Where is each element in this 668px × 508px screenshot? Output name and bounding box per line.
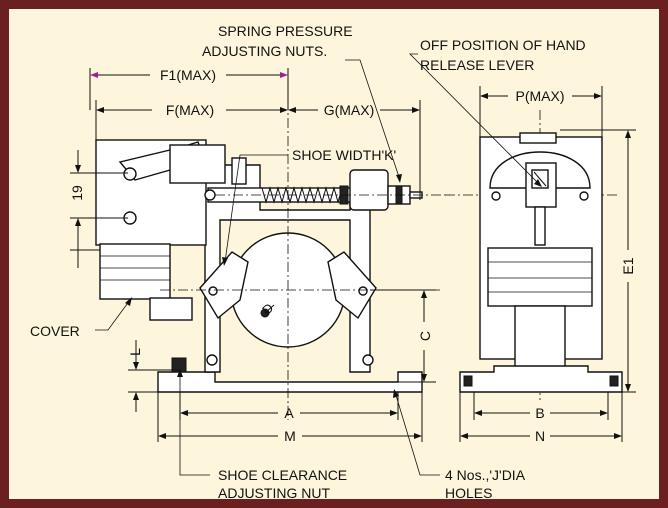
label-off-position-1: OFF POSITION OF HAND bbox=[420, 37, 586, 53]
frame-housing bbox=[204, 164, 371, 373]
dim-b: B bbox=[535, 405, 544, 421]
label-holes-1: 4 Nos.,'J'DIA bbox=[445, 467, 526, 483]
dim-l: L bbox=[127, 348, 143, 356]
base-plate bbox=[157, 371, 423, 393]
dim-c: C bbox=[417, 331, 433, 341]
f1-arrow-left bbox=[90, 72, 98, 78]
label-shoe-clearance-1: SHOE CLEARANCE bbox=[218, 467, 347, 483]
right-shoe bbox=[327, 251, 377, 320]
f1-arrow-right bbox=[280, 72, 288, 78]
label-cover: COVER bbox=[30, 323, 80, 339]
label-spring-pressure-1: SPRING PRESSURE bbox=[218, 23, 353, 39]
side-base bbox=[459, 365, 623, 393]
label-holes-2: HOLES bbox=[445, 485, 492, 501]
side-view bbox=[459, 132, 623, 393]
dim-p-max: P(MAX) bbox=[516, 88, 565, 104]
dim-n: N bbox=[535, 428, 545, 444]
label-spring-pressure-2: ADJUSTING NUTS. bbox=[202, 43, 327, 59]
dim-e1: E1 bbox=[620, 257, 636, 274]
dim-f1-max: F1(MAX) bbox=[160, 67, 216, 83]
dim-a: A bbox=[284, 405, 294, 421]
dim-m: M bbox=[284, 428, 296, 444]
label-shoe-clearance-2: ADJUSTING NUT bbox=[218, 485, 330, 501]
dim-f-max: F(MAX) bbox=[166, 102, 214, 118]
label-shoe-width: SHOE WIDTH'K' bbox=[292, 147, 396, 163]
dim-g-max: G(MAX) bbox=[324, 102, 375, 118]
front-view bbox=[95, 139, 423, 393]
label-off-position-2: RELEASE LEVER bbox=[420, 57, 534, 73]
dim-19: 19 bbox=[69, 185, 85, 201]
cover-plate bbox=[149, 297, 193, 321]
spring-housing bbox=[349, 169, 389, 211]
